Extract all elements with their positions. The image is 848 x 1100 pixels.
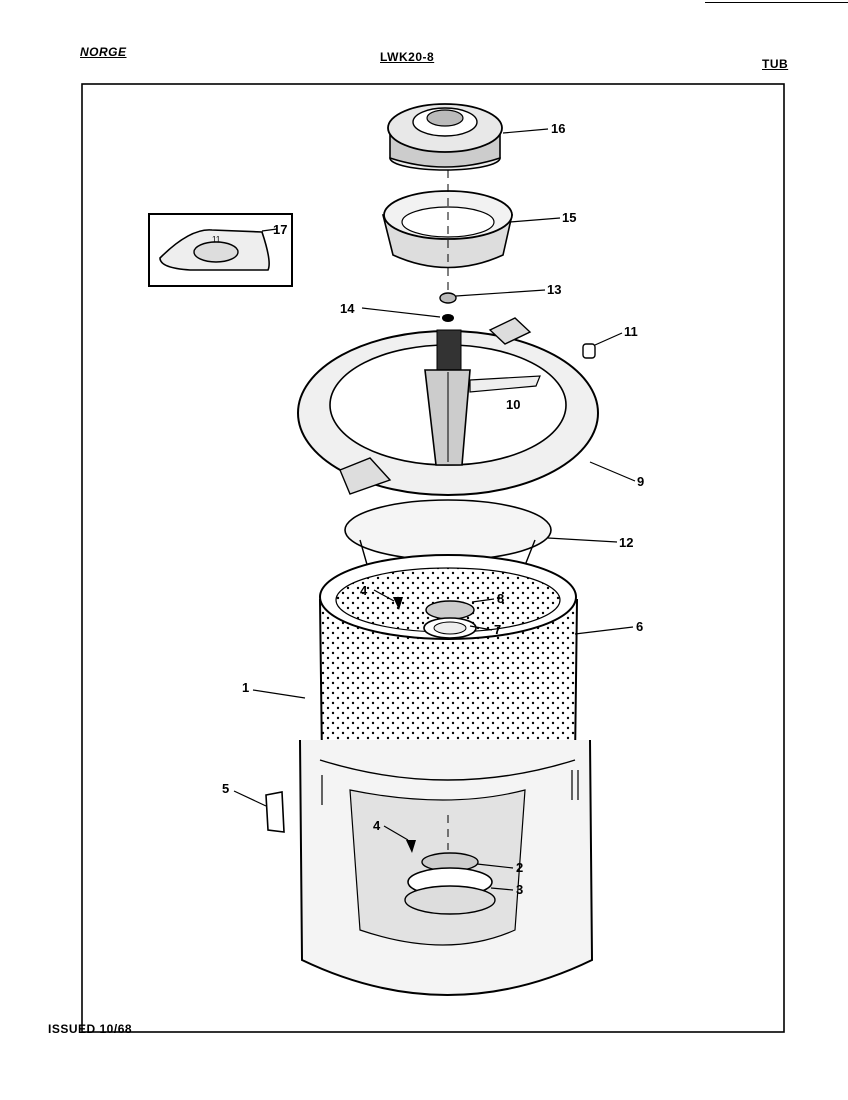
callout-7: 7 bbox=[494, 622, 501, 637]
part-13-nut bbox=[439, 292, 457, 304]
callout-2: 2 bbox=[516, 860, 523, 875]
top-edge-line bbox=[705, 2, 848, 3]
section-title: TUB bbox=[762, 57, 789, 71]
callout-6: 6 bbox=[636, 619, 643, 634]
part-16-agitator-cap bbox=[387, 103, 503, 171]
part-11-clip bbox=[582, 343, 596, 359]
part-10-agitator bbox=[424, 329, 541, 466]
part-4-bolt-upper bbox=[393, 597, 403, 610]
callout-15: 15 bbox=[562, 210, 576, 225]
svg-text:11: 11 bbox=[212, 235, 221, 244]
callout-9: 9 bbox=[637, 474, 644, 489]
part-8-hub bbox=[425, 600, 475, 620]
callout-12: 12 bbox=[619, 535, 633, 550]
callout-13: 13 bbox=[547, 282, 561, 297]
callout-14: 14 bbox=[340, 301, 355, 316]
callout-11: 11 bbox=[624, 324, 638, 339]
part-14-washer bbox=[442, 314, 454, 322]
leader-lines bbox=[233, 128, 636, 891]
callout-1: 1 bbox=[242, 680, 249, 695]
part-17-inset: 11 bbox=[148, 213, 293, 287]
part-7-seal bbox=[423, 617, 477, 639]
diagram-frame bbox=[81, 83, 785, 1033]
callout-10: 10 bbox=[506, 397, 520, 412]
part-3-ring bbox=[404, 867, 496, 915]
part-5-label bbox=[265, 791, 285, 833]
part-6-spin-basket bbox=[318, 554, 579, 781]
part-4-bolt-lower bbox=[406, 840, 416, 853]
model-number: LWK20-8 bbox=[380, 50, 435, 64]
brand-label: NORGE bbox=[80, 45, 127, 59]
callout-17: 17 bbox=[273, 222, 287, 237]
callout-8: 8 bbox=[497, 591, 504, 606]
callout-5: 5 bbox=[222, 781, 229, 796]
callout-3: 3 bbox=[516, 882, 523, 897]
callout-4-lower: 4 bbox=[373, 818, 381, 833]
callout-16: 16 bbox=[551, 121, 565, 136]
callout-4-upper: 4 bbox=[360, 583, 368, 598]
